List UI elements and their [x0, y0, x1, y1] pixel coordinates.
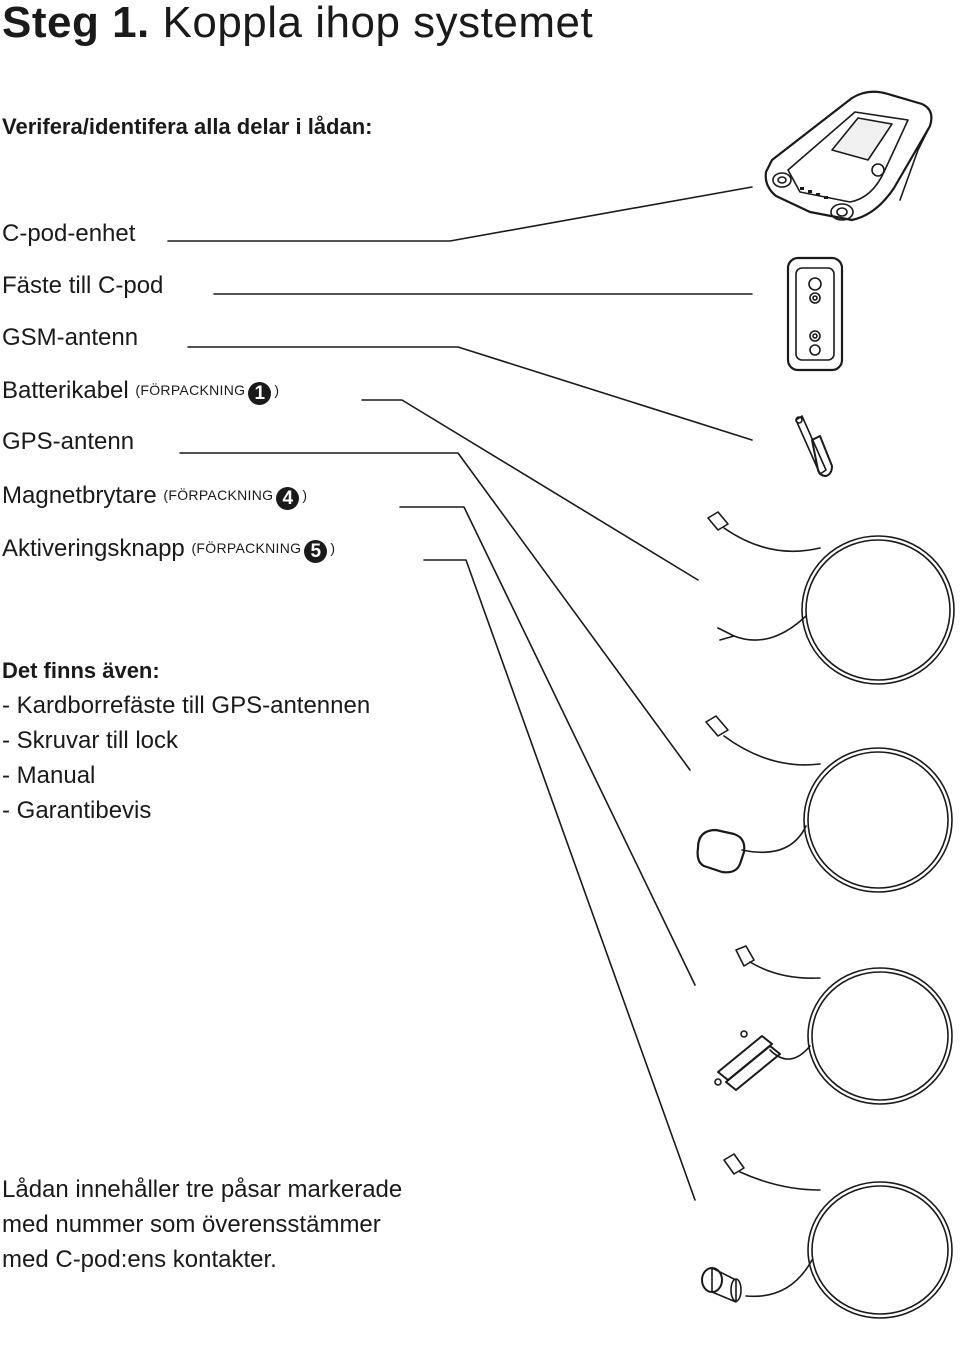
- battery-cable-drawing: [707, 511, 955, 685]
- part-label-text: GPS-antenn: [2, 428, 135, 455]
- c-pod-unit-drawing: [764, 90, 933, 222]
- gsm-antenna-drawing: [795, 415, 833, 477]
- also-item: - Garantibevis: [2, 797, 152, 824]
- page-title: Steg 1. Koppla ihop systemet: [2, 0, 593, 48]
- leader-line-button: [423, 559, 696, 1201]
- also-item: - Manual: [2, 762, 96, 789]
- part-label-text: Batterikabel: [2, 377, 129, 404]
- package-open: (FÖRPACKNING: [191, 540, 302, 556]
- title-text: Koppla ihop systemet: [162, 0, 594, 47]
- verify-heading: Verifera/identifera alla delar i lådan:: [2, 114, 373, 139]
- leader-line-gsm: [187, 346, 753, 441]
- note-line: Lådan innehåller tre påsar markerade: [2, 1176, 403, 1203]
- note-line: med nummer som överensstämmer: [2, 1211, 381, 1238]
- part-label-cpod: C-pod-enhet: [2, 220, 135, 248]
- package-badge: 4: [276, 487, 300, 510]
- part-label-gps: GPS-antenn: [2, 428, 134, 456]
- package-open: (FÖRPACKNING: [163, 487, 274, 503]
- package-close: ): [330, 540, 336, 556]
- package-open: (FÖRPACKNING: [135, 382, 246, 398]
- package-badge: 5: [304, 540, 328, 563]
- part-label-text: GSM-antenn: [2, 324, 139, 351]
- activation-button-drawing: [701, 1153, 953, 1319]
- also-item: - Skruvar till lock: [2, 727, 179, 754]
- leader-line-magnet: [399, 506, 696, 986]
- package-close: ): [274, 382, 280, 398]
- leader-lines: [167, 186, 753, 1201]
- package-close: ): [302, 487, 308, 503]
- part-label-text: Magnetbrytare: [2, 482, 157, 509]
- leader-line-gps: [179, 452, 691, 771]
- part-label-bracket: Fäste till C-pod: [2, 272, 163, 300]
- c-pod-bracket-drawing: [786, 256, 844, 372]
- part-label-text: C-pod-enhet: [2, 220, 136, 247]
- also-heading: Det finns även:: [2, 658, 160, 683]
- gps-antenna-drawing: [696, 715, 953, 893]
- title-step: Steg 1.: [2, 0, 150, 47]
- leader-line-battery: [361, 399, 699, 581]
- leader-line-cpod: [167, 186, 753, 242]
- magnetic-switch-drawing: [714, 945, 953, 1105]
- package-badge: 1: [248, 382, 272, 405]
- note-line: med C-pod:ens kontakter.: [2, 1246, 277, 1273]
- part-label-gsm: GSM-antenn: [2, 324, 138, 352]
- part-label-text: Aktiveringsknapp: [2, 535, 185, 562]
- also-item: - Kardborrefäste till GPS-antennen: [2, 692, 371, 719]
- part-label-text: Fäste till C-pod: [2, 272, 164, 299]
